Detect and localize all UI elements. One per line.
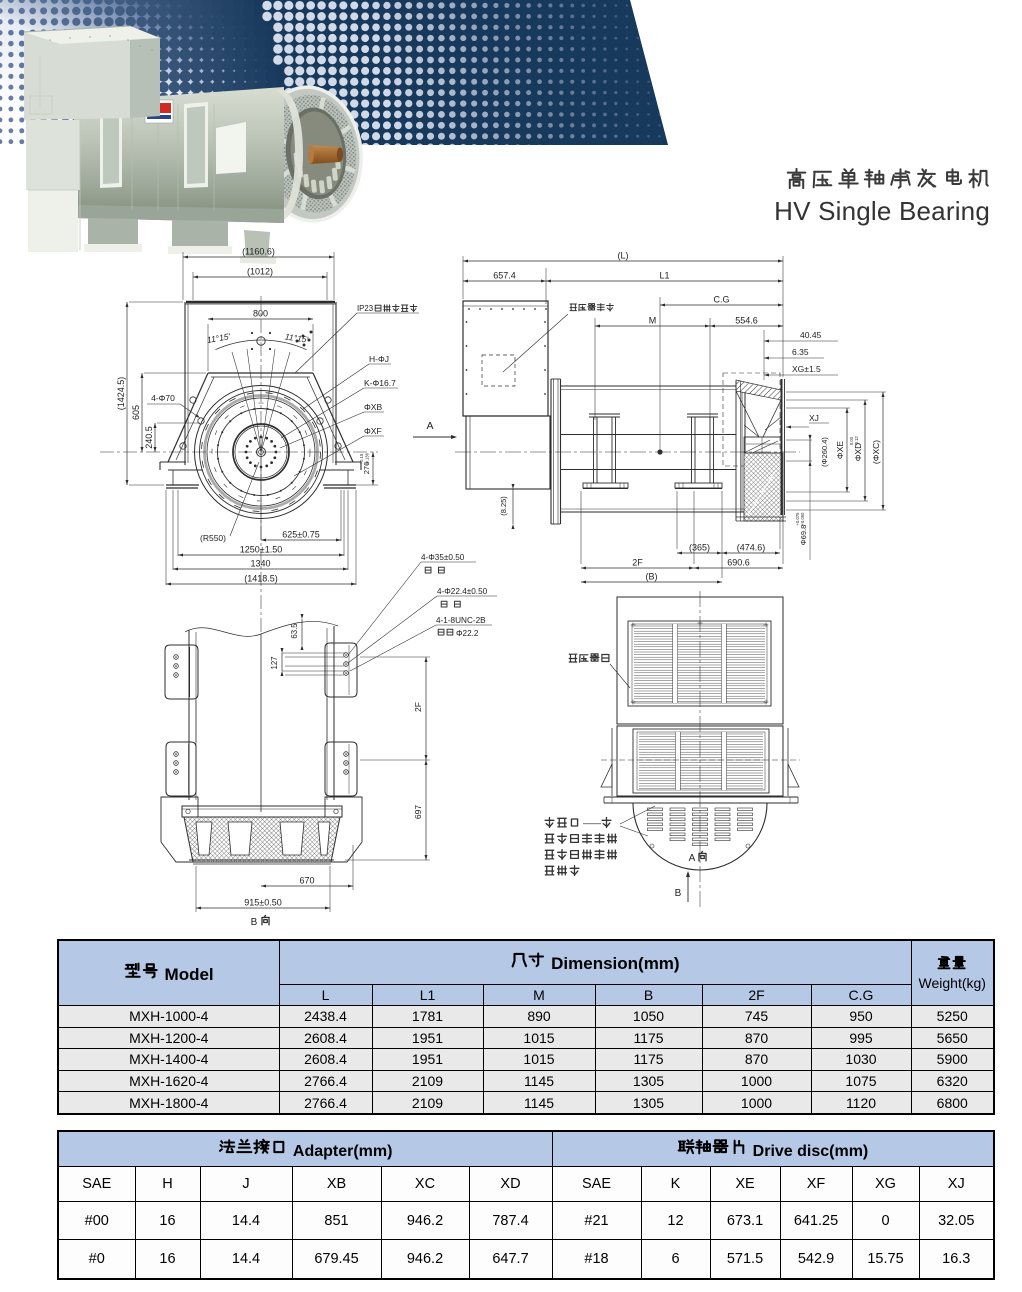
svg-text:(R550): (R550) bbox=[200, 533, 226, 543]
svg-text:4-Φ35±0.50: 4-Φ35±0.50 bbox=[421, 553, 465, 562]
svg-text:+0.050: +0.050 bbox=[800, 512, 805, 526]
svg-text:(1012): (1012) bbox=[247, 267, 273, 277]
svg-text:(1418.5): (1418.5) bbox=[244, 574, 278, 584]
svg-text:2F: 2F bbox=[632, 558, 643, 568]
svg-text:127: 127 bbox=[270, 656, 279, 669]
svg-text:2F: 2F bbox=[413, 702, 423, 712]
svg-text:4-1-8UNC-2B: 4-1-8UNC-2B bbox=[436, 616, 486, 625]
svg-text:Φ22.2: Φ22.2 bbox=[456, 629, 479, 638]
svg-text:——: —— bbox=[583, 818, 601, 828]
svg-text:ΦXD: ΦXD bbox=[853, 443, 863, 462]
svg-text:+0.15: +0.15 bbox=[359, 453, 364, 464]
svg-text:63.5: 63.5 bbox=[290, 623, 299, 639]
svg-text:800: 800 bbox=[253, 309, 268, 319]
svg-text:0.00: 0.00 bbox=[849, 436, 854, 445]
svg-text:A: A bbox=[426, 420, 433, 432]
svg-text:A: A bbox=[689, 853, 696, 864]
svg-text:-0.12: -0.12 bbox=[854, 436, 859, 446]
svg-text:240.5: 240.5 bbox=[144, 426, 154, 449]
svg-text:(L): (L) bbox=[618, 251, 629, 261]
svg-text:11°15′: 11°15′ bbox=[284, 331, 309, 344]
svg-text:(1424.5): (1424.5) bbox=[116, 377, 126, 411]
svg-text:B: B bbox=[251, 917, 258, 928]
svg-text:625±0.75: 625±0.75 bbox=[282, 530, 319, 540]
svg-text:B: B bbox=[675, 888, 682, 899]
svg-text:(Φ260.4): (Φ260.4) bbox=[820, 437, 829, 467]
svg-text:915±0.50: 915±0.50 bbox=[244, 898, 281, 908]
svg-text:11°15′: 11°15′ bbox=[206, 331, 231, 345]
svg-text:4-Φ22.4±0.50: 4-Φ22.4±0.50 bbox=[437, 587, 488, 596]
svg-text:554.6: 554.6 bbox=[735, 316, 758, 326]
svg-text:M: M bbox=[649, 316, 657, 326]
svg-text:1340: 1340 bbox=[250, 559, 270, 569]
svg-text:-0.136: -0.136 bbox=[365, 452, 370, 465]
svg-text:K-Φ16.7: K-Φ16.7 bbox=[364, 378, 396, 388]
svg-text:XJ: XJ bbox=[809, 413, 819, 423]
svg-text:605: 605 bbox=[131, 405, 141, 420]
svg-text:ΦXF: ΦXF bbox=[364, 426, 382, 436]
svg-text:697: 697 bbox=[413, 805, 423, 819]
svg-text:L1: L1 bbox=[659, 271, 669, 281]
svg-text:657.4: 657.4 bbox=[493, 271, 516, 281]
svg-text:(B): (B) bbox=[646, 572, 658, 582]
svg-text:(8.25): (8.25) bbox=[499, 496, 508, 516]
svg-text:690.6: 690.6 bbox=[727, 558, 750, 568]
svg-text:ΦXB: ΦXB bbox=[364, 402, 382, 412]
svg-text:IP23: IP23 bbox=[357, 304, 373, 313]
svg-text:XG±1.5: XG±1.5 bbox=[792, 364, 821, 374]
svg-text:+0.075: +0.075 bbox=[795, 512, 800, 526]
svg-text:40.45: 40.45 bbox=[800, 330, 822, 340]
svg-text:6.35: 6.35 bbox=[792, 347, 809, 357]
svg-text:Φ69.8: Φ69.8 bbox=[799, 525, 808, 546]
svg-text:670: 670 bbox=[299, 876, 314, 886]
svg-text:(1160.6): (1160.6) bbox=[242, 247, 275, 257]
svg-text:276: 276 bbox=[362, 462, 371, 475]
svg-text:H-ΦJ: H-ΦJ bbox=[369, 354, 389, 364]
svg-text:1250±1.50: 1250±1.50 bbox=[240, 545, 282, 555]
svg-text:4-Φ70: 4-Φ70 bbox=[151, 393, 175, 403]
svg-text:(365): (365) bbox=[689, 543, 710, 553]
svg-text:ΦXE: ΦXE bbox=[835, 441, 845, 459]
svg-text:(ΦXC): (ΦXC) bbox=[871, 440, 881, 464]
svg-text:(474.6): (474.6) bbox=[737, 543, 766, 553]
svg-text:C.G: C.G bbox=[713, 295, 729, 305]
